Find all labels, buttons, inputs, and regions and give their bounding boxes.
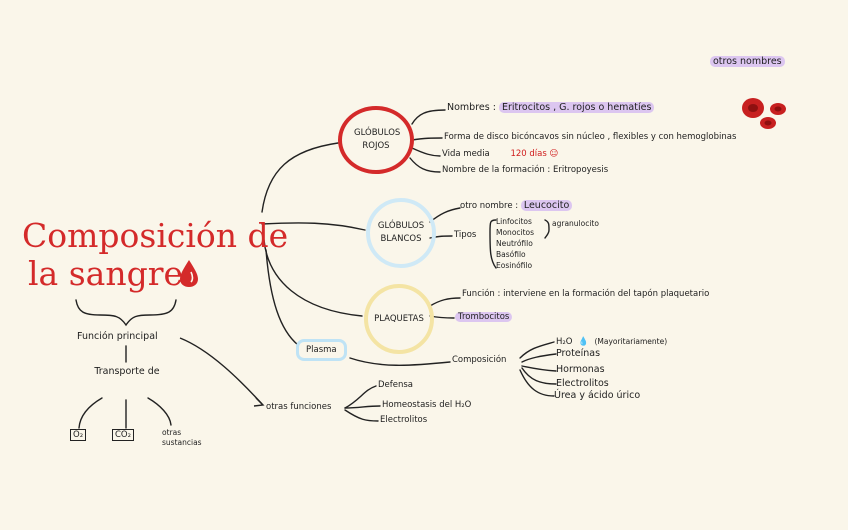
red-cells-formation: Nombre de la formación : Eritropoyesis — [442, 165, 608, 175]
title-line-1: Composición de — [22, 218, 288, 254]
plasma-item: Proteínas — [556, 348, 600, 359]
white-cells-types-label: Tipos — [454, 230, 476, 240]
red-cells-node: GLÓBULOS ROJOS — [338, 106, 414, 174]
o2-box: O₂ — [70, 429, 86, 441]
agranulocyte-label: agranulocito — [552, 219, 599, 228]
plasma-item: Úrea y ácido úrico — [554, 390, 640, 401]
other-function-item: Electrolitos — [380, 415, 427, 425]
platelets-function: Función : interviene en la formación del… — [462, 289, 709, 299]
platelets-alt-name: Trombocitos — [455, 312, 512, 322]
plasma-water: H₂O 💧 (Mayoritariamente) — [556, 337, 667, 347]
plasma-node: Plasma — [296, 339, 347, 361]
type-item: Basófilo — [496, 249, 534, 260]
platelets-node: PLAQUETAS — [364, 284, 434, 354]
red-cells-life: Vida media 120 días ☺ — [442, 149, 558, 159]
other-names-legend: otros nombres — [710, 56, 785, 67]
plasma-item: Hormonas — [556, 364, 605, 375]
other-functions-label: otras funciones — [266, 402, 331, 412]
type-item: Linfocitos — [496, 216, 534, 227]
type-item: Monocitos — [496, 227, 534, 238]
plasma-item: Electrolitos — [556, 378, 609, 389]
white-cells-node: GLÓBULOS BLANCOS — [366, 198, 436, 268]
main-function-label: Función principal — [77, 331, 158, 342]
type-item: Eosinófilo — [496, 260, 534, 271]
red-cells-shape: Forma de disco bicóncavos sin núcleo , f… — [444, 132, 736, 142]
other-function-item: Homeostasis del H₂O — [382, 400, 471, 410]
plasma-composition-label: Composición — [452, 355, 506, 365]
white-cells-types-list: Linfocitos Monocitos Neutrófilo Basófilo… — [496, 216, 534, 271]
type-item: Neutrófilo — [496, 238, 534, 249]
blood-drop-icon — [178, 258, 200, 288]
red-cells-names: Nombres : Eritrocitos , G. rojos o hemat… — [447, 102, 654, 113]
other-substances-label: otras sustancias — [162, 428, 214, 448]
white-cells-other-name: otro nombre : Leucocito — [460, 200, 572, 211]
transport-label: Transporte de — [92, 365, 162, 378]
water-drops-icon: 💧 — [578, 337, 589, 347]
other-function-item: Defensa — [378, 380, 413, 390]
red-blood-cells-icon — [740, 96, 790, 132]
title-line-2: la sangre — [28, 256, 183, 292]
co2-box: CO₂ — [112, 429, 134, 441]
